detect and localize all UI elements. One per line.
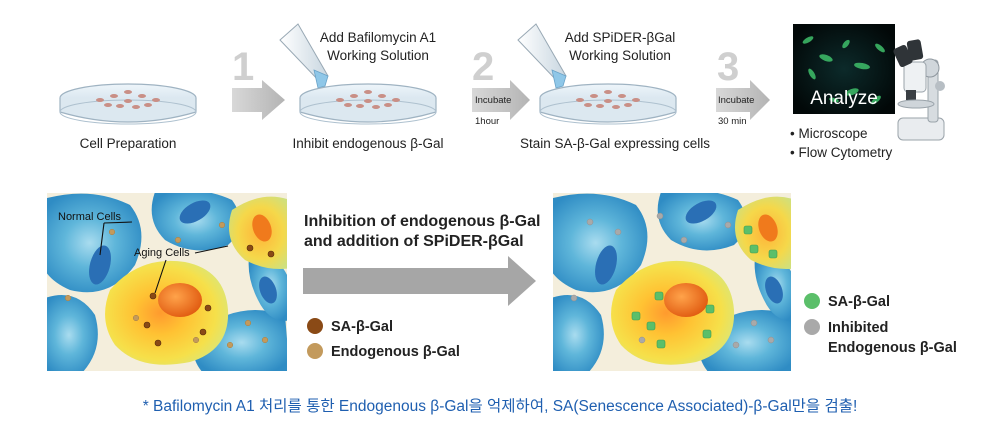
aging-cells-label: Aging Cells [134, 247, 190, 259]
transition-line1: Inhibition of endogenous β-Gal [304, 213, 540, 230]
legend-endogenous-label: Endogenous β-Gal [331, 344, 460, 360]
transition-arrow [303, 256, 536, 306]
pipette-icon-1 [279, 23, 329, 89]
transition-line2: and addition of SPiDER-βGal [304, 233, 524, 250]
step-2-incubate: Incubate [718, 95, 754, 106]
legend-sa-gal-label: SA-β-Gal [331, 319, 393, 335]
step-2-reagent-line2: Working Solution [569, 48, 671, 63]
step-1-number: 1 [232, 45, 254, 89]
method-flow-cytometry: • Flow Cytometry [790, 145, 892, 160]
legend-inhibited-line1: Inhibited [828, 320, 888, 336]
petri-dish-stain [539, 83, 677, 125]
step-2-arrow [472, 80, 530, 120]
prep-label: Cell Preparation [80, 136, 177, 151]
microscopy-image [793, 24, 895, 114]
cells-after-panel [553, 193, 791, 371]
legend-sa-gal-green-label: SA-β-Gal [828, 294, 890, 310]
normal-cells-label: Normal Cells [58, 211, 121, 223]
legend-sa-gal-dot [307, 318, 323, 334]
step-1-arrow [232, 80, 285, 120]
petri-dish-prep [59, 83, 197, 125]
microscope-icon [893, 39, 945, 141]
step-1-reagent-line2: Working Solution [327, 48, 429, 63]
step-1-incubate: Incubate [475, 95, 511, 106]
step-2-reagent-line1: Add SPiDER-βGal [565, 30, 676, 45]
step-2-time: 30 min [718, 116, 747, 127]
legend-sa-gal-green-dot [804, 293, 820, 309]
legend-inhibited-line2: Endogenous β-Gal [828, 340, 957, 356]
footnote: * Bafilomycin A1 처리를 통한 Endogenous β-Gal… [143, 397, 858, 415]
step-2-label: Stain SA-β-Gal expressing cells [520, 136, 710, 151]
step-3-arrow [716, 80, 770, 120]
step-1-reagent-line1: Add Bafilomycin A1 [320, 30, 436, 45]
legend-inhibited-dot [804, 319, 820, 335]
cells-before-panel [47, 193, 287, 371]
method-microscope: • Microscope [790, 126, 868, 141]
cell-callouts [99, 221, 229, 294]
step-3-number: 3 [717, 45, 739, 89]
step-2-number: 2 [472, 45, 494, 89]
step-1-label: Inhibit endogenous β-Gal [292, 136, 443, 151]
legend-endogenous-dot [307, 343, 323, 359]
pipette-icon-2 [517, 23, 567, 89]
step-1-time: 1hour [475, 116, 499, 127]
petri-dish-inhibit [299, 83, 437, 125]
analyze-label: Analyze [810, 88, 878, 109]
